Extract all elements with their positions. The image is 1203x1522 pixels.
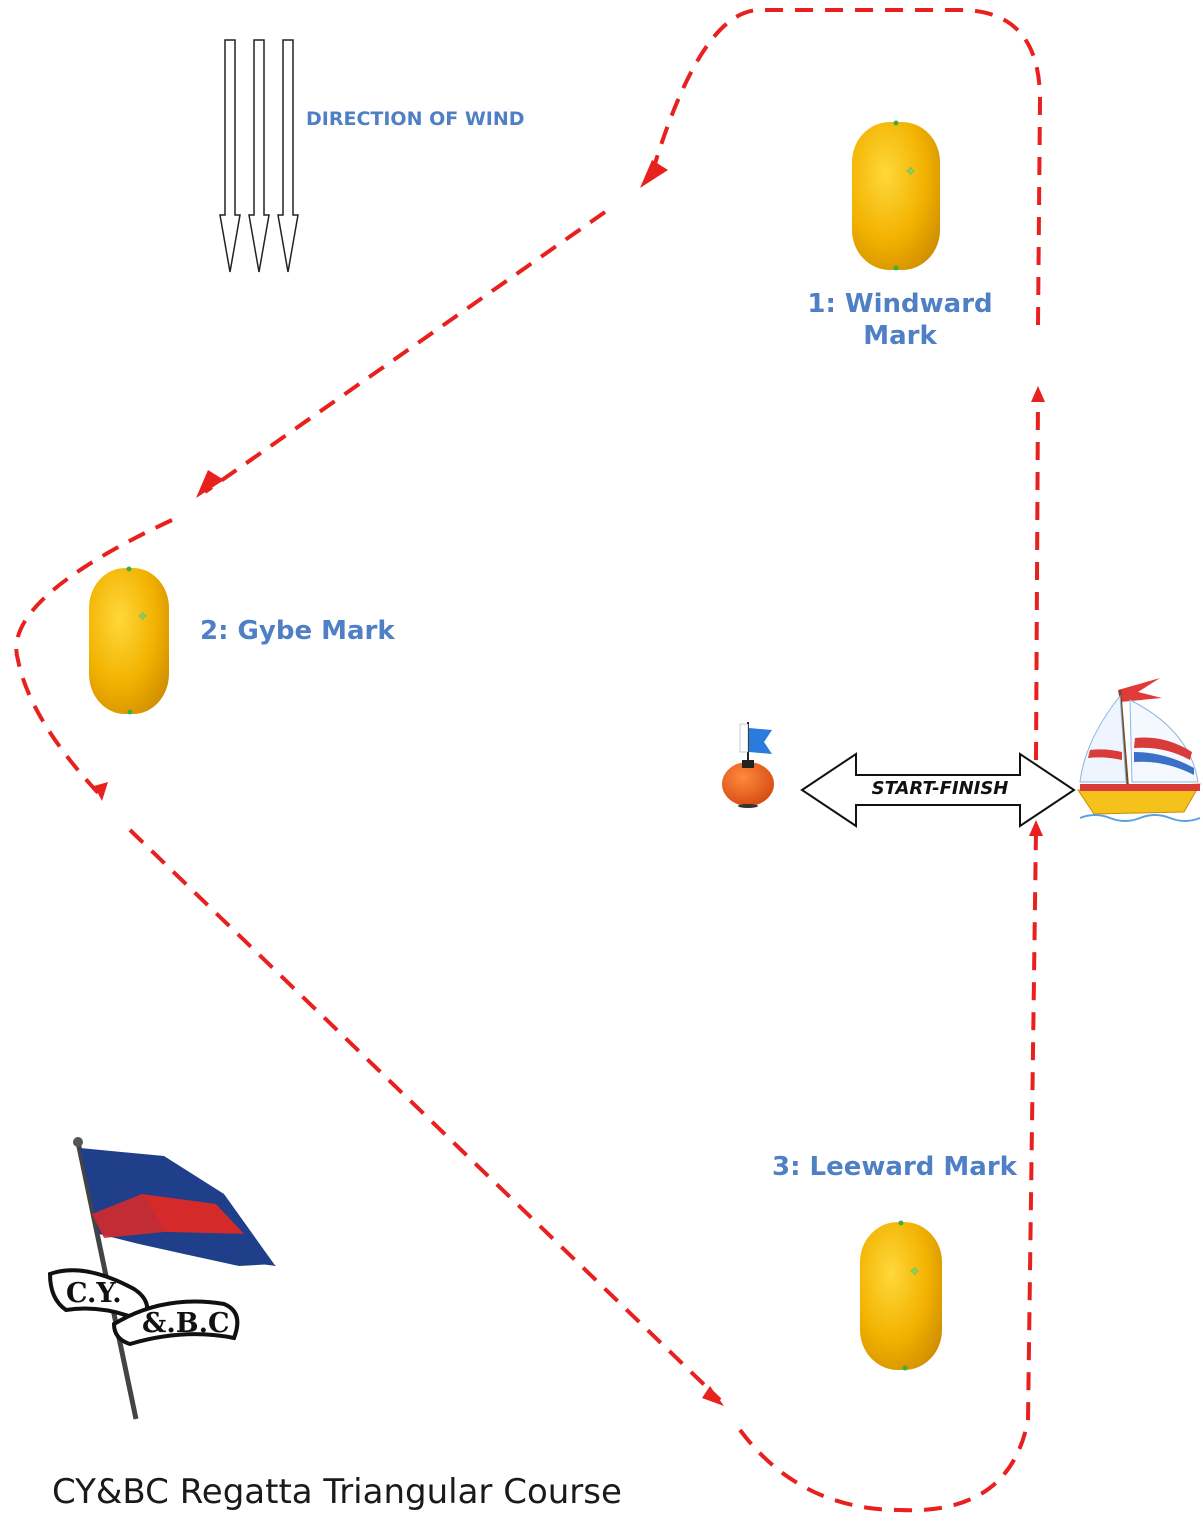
sailboat-icon <box>1077 678 1201 822</box>
windward-mark-label: 1: Windward Mark <box>807 289 993 351</box>
leeward-mark-label: 3: Leeward Mark <box>772 1152 1017 1182</box>
wind-direction-label: DIRECTION OF WIND <box>306 108 525 130</box>
gybe-mark-label: 2: Gybe Mark <box>200 616 395 646</box>
club-burgee-logo: C.Y. &.B.C <box>47 1137 276 1420</box>
page-title: CY&BC Regatta Triangular Course <box>52 1472 622 1512</box>
leeward-buoy-icon: ✥ <box>860 1220 942 1371</box>
committee-buoy-icon <box>722 722 774 808</box>
start-finish-arrow <box>800 752 1076 828</box>
course-line <box>14 8 1043 1513</box>
wind-arrow-icon <box>219 39 299 273</box>
logo-text-top: C.Y. <box>66 1278 122 1309</box>
gybe-buoy-icon: ✥ <box>89 566 169 715</box>
svg-text:✥: ✥ <box>906 165 915 178</box>
start-finish-label: START-FINISH <box>871 778 1009 799</box>
svg-text:✥: ✥ <box>138 610 147 623</box>
course-direction-arrows <box>94 160 1045 1406</box>
logo-text-bottom: &.B.C <box>142 1308 230 1339</box>
svg-text:✥: ✥ <box>910 1265 919 1278</box>
windward-buoy-icon: ✥ <box>852 120 940 271</box>
